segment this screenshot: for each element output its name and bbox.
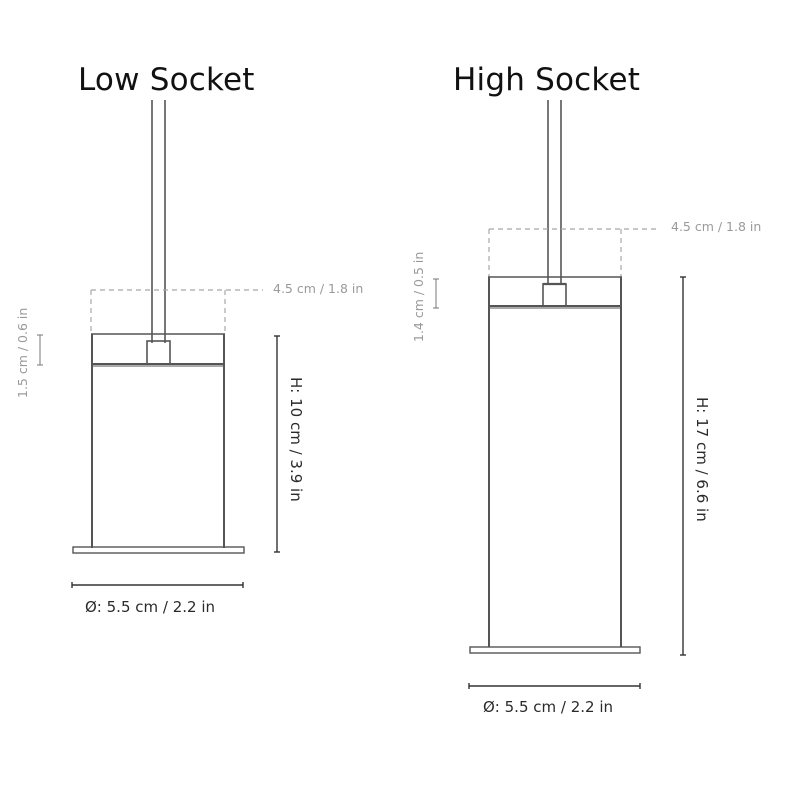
high-diameter-label: Ø: 5.5 cm / 2.2 in xyxy=(483,698,613,716)
low-base-plate xyxy=(72,546,245,554)
high-diameter-dimension-line xyxy=(468,683,641,689)
high-shade-width-label: 4.5 cm / 1.8 in xyxy=(671,219,762,234)
high-socket-title: High Socket xyxy=(453,62,641,98)
low-socket-drawing xyxy=(37,100,280,588)
high-shade-outline xyxy=(488,228,657,277)
high-height-label: H: 17 cm / 6.6 in xyxy=(693,397,711,522)
high-socket-height-label: 1.4 cm / 0.5 in xyxy=(411,251,426,342)
low-diameter-label: Ø: 5.5 cm / 2.2 in xyxy=(85,598,215,616)
low-socket-height-label: 1.5 cm / 0.6 in xyxy=(15,307,30,398)
low-height-label: H: 10 cm / 3.9 in xyxy=(287,377,305,502)
high-base-plate xyxy=(469,646,641,654)
low-diameter-dimension-line xyxy=(71,582,244,588)
low-socket-title: Low Socket xyxy=(78,62,255,98)
low-socket-block xyxy=(146,340,171,365)
low-height-dimension-line xyxy=(274,335,280,553)
high-socket-drawing xyxy=(433,100,686,689)
high-socket-height-marker xyxy=(433,278,439,309)
high-height-dimension-line xyxy=(680,276,686,656)
low-shade-width-label: 4.5 cm / 1.8 in xyxy=(273,281,364,296)
low-shade-outline xyxy=(90,289,263,334)
low-socket-height-marker xyxy=(37,334,43,366)
high-socket-block xyxy=(542,283,567,307)
